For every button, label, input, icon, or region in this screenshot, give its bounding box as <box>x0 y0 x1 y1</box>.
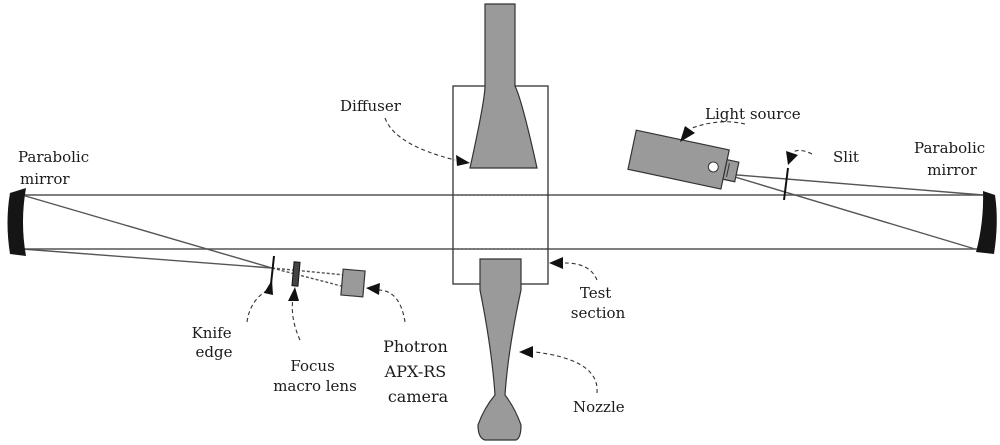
leader-camera <box>377 289 406 323</box>
arrowhead-diffuser <box>456 155 470 166</box>
arrowhead-light-source <box>680 126 695 142</box>
slit <box>783 167 789 201</box>
leader-nozzle <box>534 351 598 394</box>
label-parabolic-mirror-right: Parabolic mirror <box>914 139 990 179</box>
leader-focus-lens <box>291 297 301 341</box>
label-parabolic-mirror-left: Parabolic mirror <box>18 148 94 188</box>
diffuser <box>469 3 538 169</box>
beam-right-upper <box>724 173 984 196</box>
arrowhead-slit <box>786 151 798 165</box>
label-light-source: Light source <box>705 105 801 123</box>
beam-left-cross <box>21 194 273 269</box>
light-source <box>627 129 740 190</box>
label-knife-edge: Knife edge <box>192 324 237 361</box>
focus-macro-lens <box>291 261 301 287</box>
label-camera: Photron APX-RS camera <box>383 337 453 406</box>
nozzle <box>477 258 522 441</box>
knife-edge <box>270 255 275 285</box>
label-test-section: Test section <box>571 284 626 322</box>
leader-test-section <box>564 262 598 281</box>
camera <box>340 268 366 298</box>
label-diffuser: Diffuser <box>340 97 402 115</box>
leader-slit <box>792 149 813 155</box>
arrowhead-focus-lens <box>288 287 299 301</box>
beam-right-cross <box>724 173 976 250</box>
arrowhead-camera <box>366 283 380 295</box>
leader-lines <box>246 117 813 394</box>
leader-light-source <box>691 121 746 129</box>
beam-to-camera-bottom <box>271 267 346 288</box>
label-slit: Slit <box>833 148 859 166</box>
label-focus-macro-lens: Focus macro lens <box>273 357 357 395</box>
beam-left-lower <box>21 248 273 269</box>
leader-diffuser <box>384 117 456 161</box>
arrowhead-knife-edge <box>264 280 273 295</box>
parabolic-mirror-left <box>7 188 26 256</box>
leader-knife-edge <box>246 289 269 323</box>
arrowhead-nozzle <box>519 346 533 358</box>
beam-to-camera-top <box>271 267 346 276</box>
arrowhead-test-section <box>549 257 563 269</box>
parabolic-mirror-right <box>976 191 997 254</box>
label-nozzle: Nozzle <box>573 398 625 416</box>
